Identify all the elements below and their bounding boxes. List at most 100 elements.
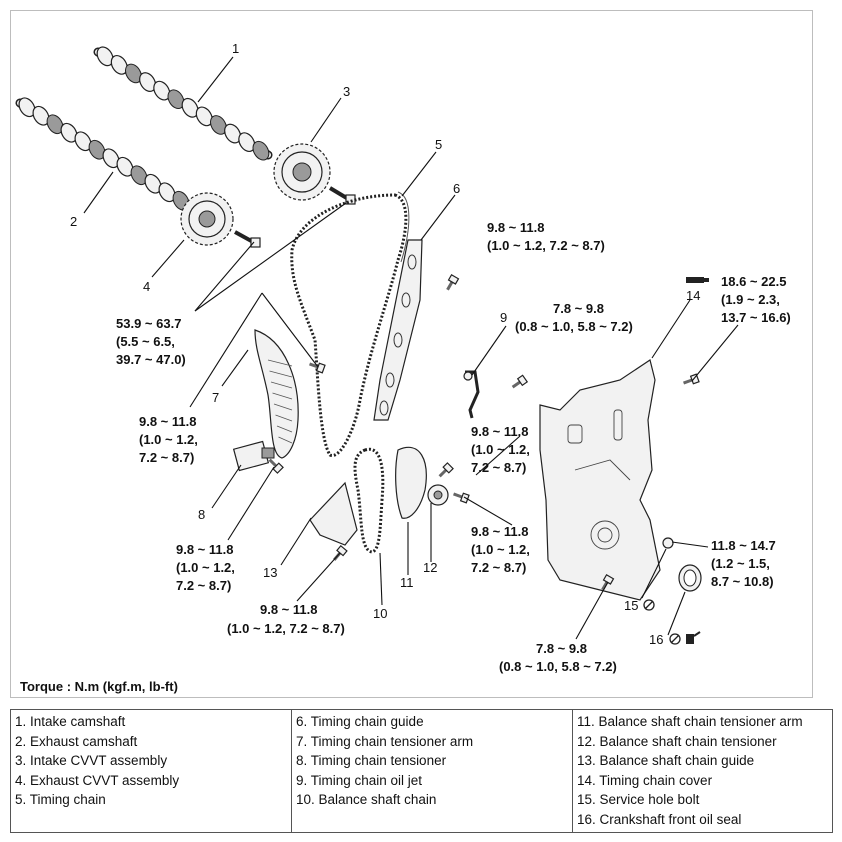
torque-spec: 9.8 ~ 11.8 (1.0 ~ 1.2, 7.2 ~ 8.7) [471,524,530,575]
cam-lobe [46,114,64,135]
callout-16: 16 [649,632,663,647]
svg-text:9.8 ~ 11.8: 9.8 ~ 11.8 [471,424,528,439]
cam-bolt [234,230,261,248]
svg-text:7.2 ~ 8.7): 7.2 ~ 8.7) [176,578,231,593]
svg-text:9.8 ~ 11.8: 9.8 ~ 11.8 [487,220,544,235]
arm-rib [267,359,293,367]
svg-text:(1.0 ~ 1.2,: (1.0 ~ 1.2, [471,542,530,557]
cam-lobe [96,46,114,67]
svg-text:13.7 ~ 16.6): 13.7 ~ 16.6) [721,310,791,325]
svg-text:(1.9 ~ 2.3,: (1.9 ~ 2.3, [721,292,780,307]
legend-item: 6. Timing chain guide [296,714,424,729]
guide-hole [401,292,411,308]
legend-item: 1. Intake camshaft [15,714,126,729]
torque-spec: 9.8 ~ 11.8 (1.0 ~ 1.2, 7.2 ~ 8.7) [487,220,605,253]
timing-chain-cover [539,359,661,601]
svg-text:39.7 ~ 47.0): 39.7 ~ 47.0) [116,352,186,367]
torque-spec: 9.8 ~ 11.8 (1.0 ~ 1.2, 7.2 ~ 8.7) [471,424,530,475]
callout-1: 1 [232,41,239,56]
svg-text:9.8 ~ 11.8: 9.8 ~ 11.8 [176,542,233,557]
svg-text:(1.0 ~ 1.2,: (1.0 ~ 1.2, [176,560,235,575]
svg-text:53.9 ~ 63.7: 53.9 ~ 63.7 [116,316,181,331]
cam-lobe [224,123,242,144]
legend-item: 13. Balance shaft chain guide [577,753,755,768]
callout-11: 11 [400,575,414,590]
cam-lobe [74,131,92,152]
legend-item: 7. Timing chain tensioner arm [296,733,474,749]
svg-text:7.2 ~ 8.7): 7.2 ~ 8.7) [139,450,194,465]
timing-chain-oil-jet [463,370,480,419]
torque-spec: 18.6 ~ 22.5 (1.9 ~ 2.3, 13.7 ~ 16.6) [721,274,791,325]
svg-text:(1.0 ~ 1.2,: (1.0 ~ 1.2, [139,432,198,447]
svg-text:7.2 ~ 8.7): 7.2 ~ 8.7) [471,560,526,575]
svg-text:(1.0 ~ 1.2, 7.2 ~ 8.7): (1.0 ~ 1.2, 7.2 ~ 8.7) [227,621,345,636]
do-not-reuse-icon [669,633,681,645]
intake-camshaft [93,46,273,161]
cam-lobe [60,122,78,143]
callout-12: 12 [423,560,437,575]
svg-text:(1.0 ~ 1.2, 7.2 ~ 8.7): (1.0 ~ 1.2, 7.2 ~ 8.7) [487,238,605,253]
diagram-frame [10,10,813,698]
torque-spec: 53.9 ~ 63.7 (5.5 ~ 6.5, 39.7 ~ 47.0) [116,316,186,367]
callout-6: 6 [453,181,460,196]
legend-item: 16. Crankshaft front oil seal [577,811,742,827]
cam-lobe [195,106,213,127]
svg-text:(0.8 ~ 1.0, 5.8 ~ 7.2): (0.8 ~ 1.0, 5.8 ~ 7.2) [515,319,633,334]
legend-item: 9. Timing chain oil jet [296,772,423,788]
arm-rib [272,392,293,400]
leader-lines [83,56,739,640]
guide-hole [407,254,417,270]
svg-text:(1.0 ~ 1.2,: (1.0 ~ 1.2, [471,442,530,457]
exploded-diagram: 1 2 3 4 5 6 7 8 9 10 11 12 13 14 15 16 5… [15,41,791,694]
cam-lobe [18,97,36,118]
sealant-tube-icon [686,277,709,283]
svg-text:(1.2 ~ 1.5,: (1.2 ~ 1.5, [711,556,770,571]
cover-detail [567,409,631,550]
svg-text:9.8 ~ 11.8: 9.8 ~ 11.8 [139,414,196,429]
legend-item: 15. Service hole bolt [577,792,700,807]
svg-text:7.2 ~ 8.7): 7.2 ~ 8.7) [471,460,526,475]
bolt-icon [446,273,460,291]
bolt-icon [511,374,529,389]
callout-3: 3 [343,84,350,99]
cam-lobe [125,63,142,84]
balance-shaft-chain-guide [309,481,358,546]
arm-rib [278,436,293,444]
callout-9: 9 [500,310,507,325]
arm-rib [269,370,293,378]
cam-lobe [210,115,227,135]
legend-column: 1. Intake camshaft 2. Exhaust camshaft 3… [10,709,292,833]
balance-shaft-chain [353,447,385,554]
legend-item: 4. Exhaust CVVT assembly [15,772,180,788]
callout-4: 4 [143,279,150,294]
cam-lobe [139,72,157,92]
cam-lobe [110,54,128,75]
callout-15: 15 [624,598,638,613]
legend-item: 10. Balance shaft chain [296,792,437,807]
torque-spec: 11.8 ~ 14.7 (1.2 ~ 1.5, 8.7 ~ 10.8) [711,538,776,589]
cam-lobe [238,132,256,153]
legend-column: 6. Timing chain guide 7. Timing chain te… [291,709,573,833]
torque-unit-note: Torque : N.m (kgf.m, lb-ft) [20,679,178,694]
torque-spec: 9.8 ~ 11.8 (1.0 ~ 1.2, 7.2 ~ 8.7) [139,414,198,465]
arm-rib [270,381,293,389]
legend-item: 5. Timing chain [15,792,106,807]
svg-text:(5.5 ~ 6.5,: (5.5 ~ 6.5, [116,334,175,349]
crankshaft-front-oil-seal [678,564,702,592]
guide-hole [379,400,389,416]
svg-text:(0.8 ~ 1.0, 5.8 ~ 7.2): (0.8 ~ 1.0, 5.8 ~ 7.2) [499,659,617,674]
cam-lobe [144,173,162,194]
callout-5: 5 [435,137,442,152]
callout-7: 7 [212,390,219,405]
arm-rib [275,414,293,422]
callout-8: 8 [198,507,205,522]
guide-hole [385,372,395,388]
bolt-icon [453,492,470,504]
legend-item: 11. Balance shaft chain tensioner arm [577,714,803,729]
parts-legend: 1. Intake camshaft 2. Exhaust camshaft 3… [10,709,833,833]
cam-lobe [158,182,176,203]
arm-rib [276,425,293,433]
callout-10: 10 [373,606,387,621]
bolt-icon [683,373,700,385]
oil-can-icon [686,631,701,644]
